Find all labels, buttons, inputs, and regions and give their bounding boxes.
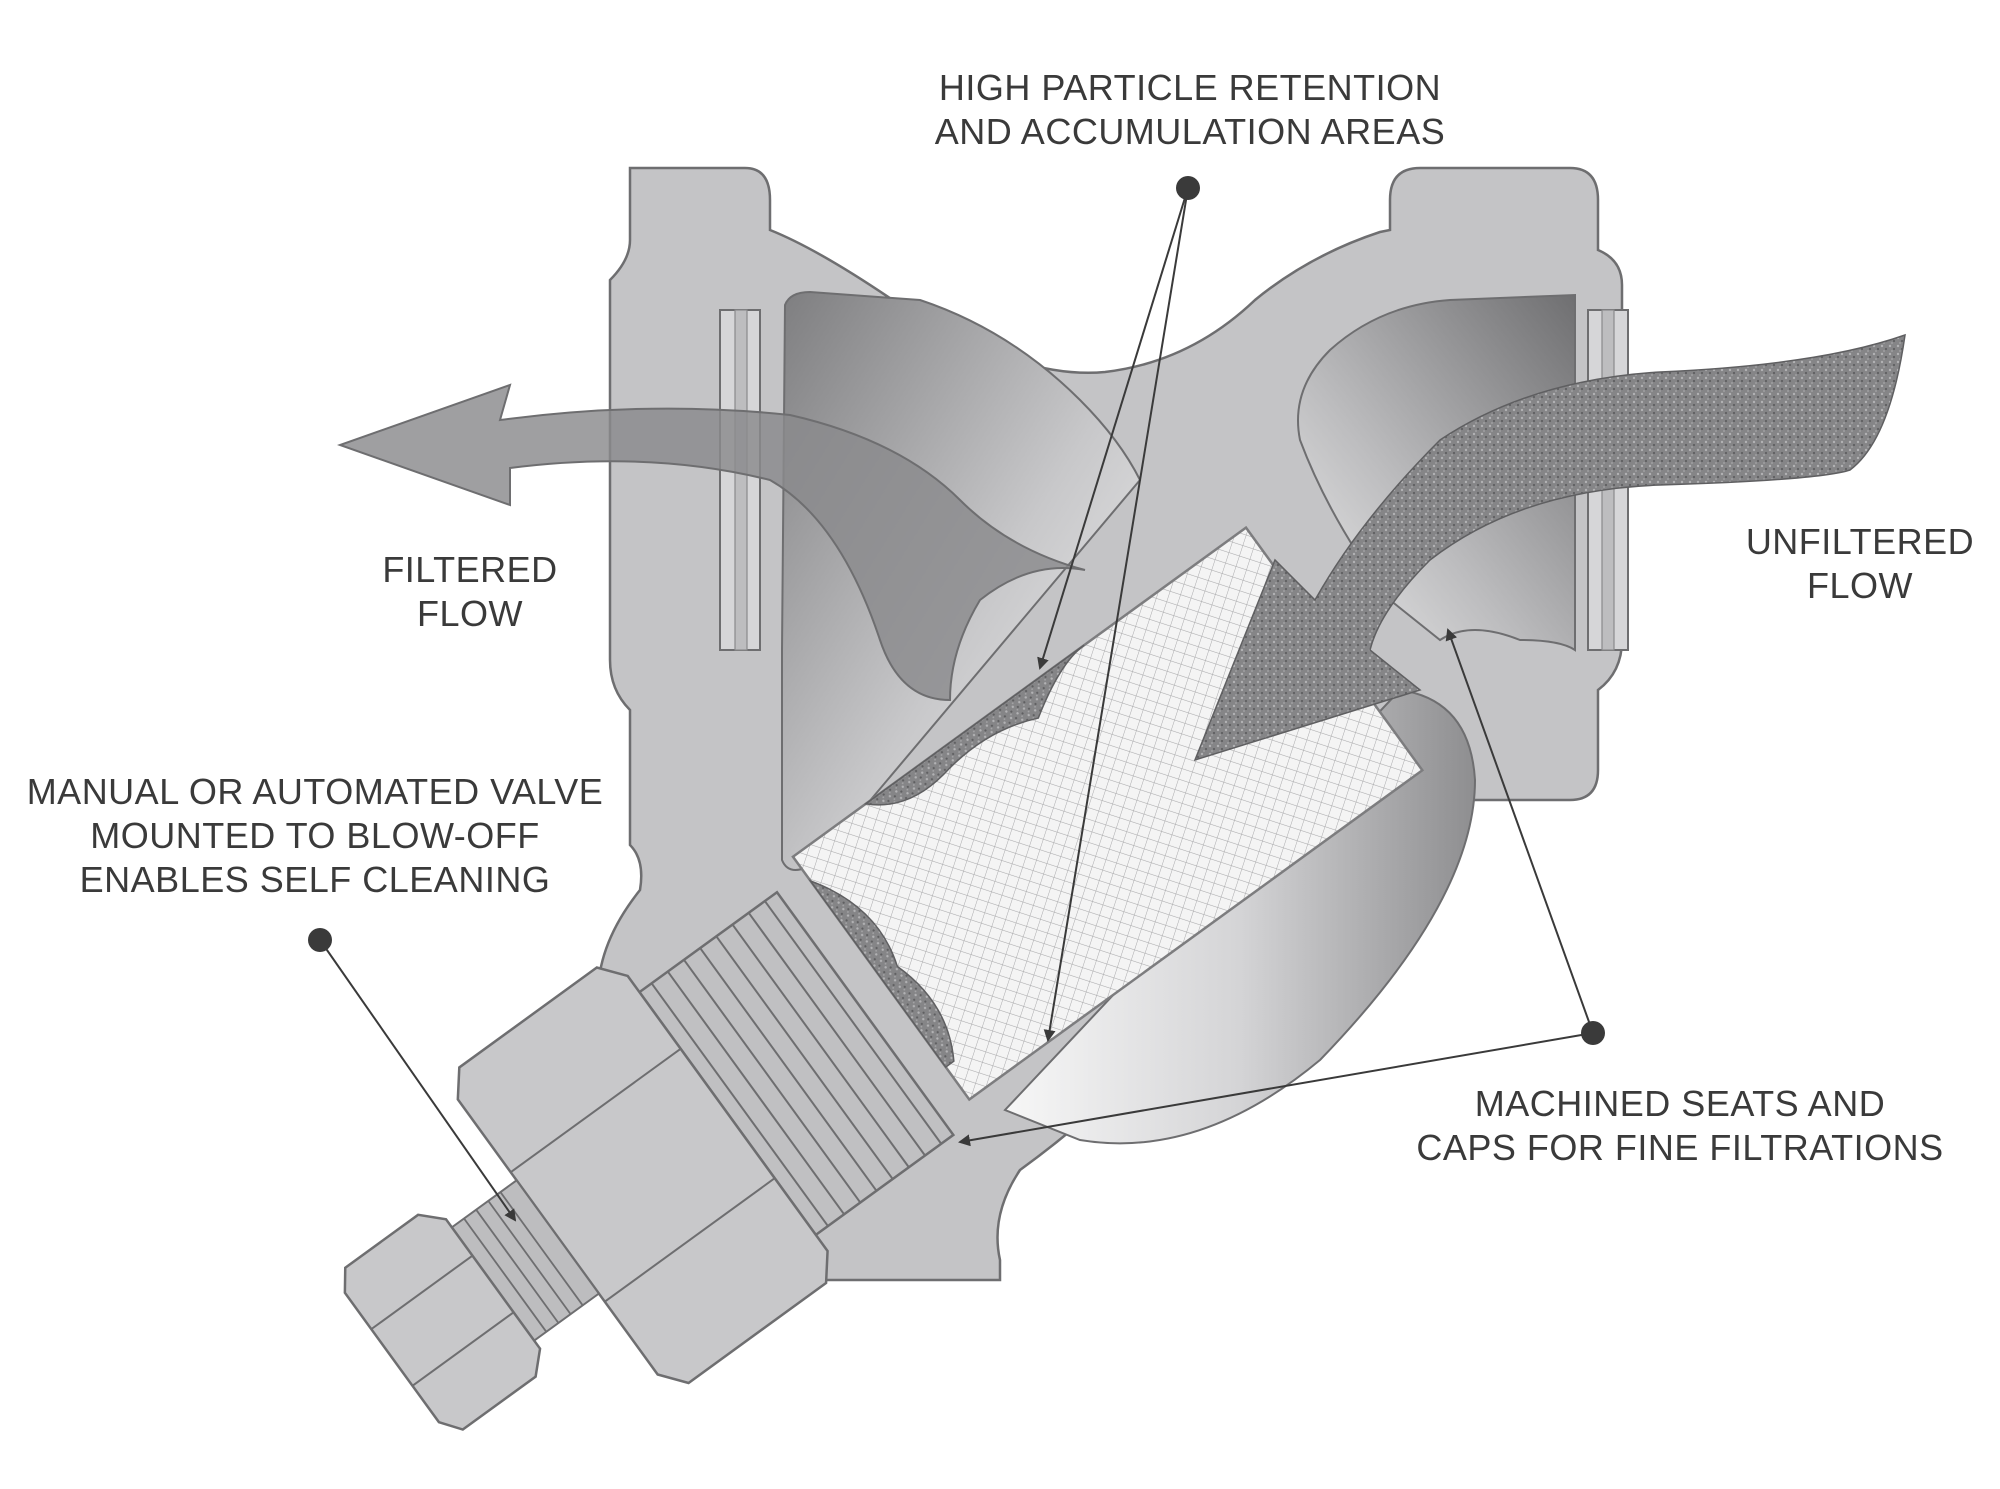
leader-valve [319,939,517,1222]
retention-label-line-2: AND ACCUMULATION AREAS [934,111,1446,152]
filtered-label-line-1: FILTERED [382,549,558,590]
unfiltered-flow-label: UNFILTERED FLOW [1740,520,1980,608]
unfiltered-label-line-2: FLOW [1807,565,1913,606]
leader-lines [319,187,1594,1222]
unfiltered-label-line-1: UNFILTERED [1745,521,1975,562]
leader-seats-1 [1445,628,1594,1034]
filtered-label-line-2: FLOW [417,593,523,634]
retention-label: HIGH PARTICLE RETENTION AND ACCUMULATION… [900,66,1480,154]
debris-upper [863,644,1085,806]
leader-retention-2 [1043,187,1189,1042]
filtered-flow-label: FILTERED FLOW [370,548,570,636]
leader-retention-1 [1037,187,1189,670]
leader-seats-2 [958,1032,1594,1147]
valve-callout-dot [308,928,332,952]
valve-label-line-1: MANUAL OR AUTOMATED VALVE [26,771,604,812]
blow-off-cap [343,890,956,1431]
valve-label: MANUAL OR AUTOMATED VALVE MOUNTED TO BLO… [20,770,610,902]
seats-label-line-2: CAPS FOR FINE FILTRATIONS [1416,1127,1944,1168]
retention-label-line-1: HIGH PARTICLE RETENTION [938,67,1442,108]
valve-label-line-2: MOUNTED TO BLOW-OFF [90,815,540,856]
seats-label-line-1: MACHINED SEATS AND [1474,1083,1886,1124]
debris-lower [808,879,955,1069]
valve-label-line-3: ENABLES SELF CLEANING [79,859,551,900]
filtered-flow-arrow [336,383,1086,702]
seats-callout-dot [1581,1021,1605,1045]
unfiltered-flow-arrow [1193,333,1906,762]
retention-callout-dot [1176,176,1200,200]
seats-label: MACHINED SEATS AND CAPS FOR FINE FILTRAT… [1410,1082,1950,1170]
